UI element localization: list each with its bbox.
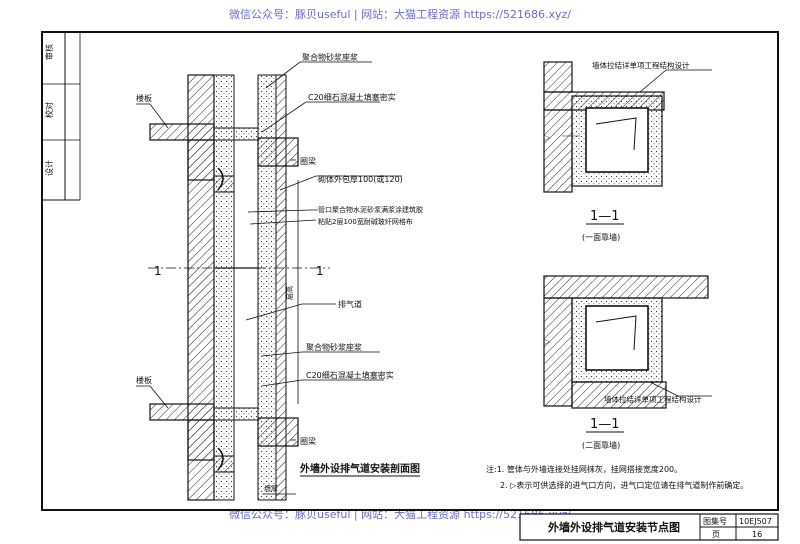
page-label: 页 [712,530,720,539]
sign-review: 审核 [44,44,54,60]
plan-one-side: ▷ 墙体拉结详单项工程结构设计 1—1 (一面靠墙) [543,60,712,242]
ring-beam-top [257,137,299,167]
sign-design: 设计 [44,160,54,176]
svg-text:▷: ▷ [544,133,551,142]
note-line-2: 2. ▷表示可供选择的进气口方向，进气口定位请在排气道制作前确定。 [500,480,748,490]
plan-one-side-subtitle: (一面靠墙) [582,232,620,242]
page-number: 16 [752,530,762,539]
section-mark-right: 1 [316,264,324,278]
plan-two-sides-label: 墙体拉结详单项工程结构设计 [604,394,702,404]
plan-one-side-title: 1—1 [590,209,620,224]
plan-two-sides: ▷ 墙体拉结详单项工程结构设计 1—1 (二面靠墙) [543,275,712,450]
floor-slab-bottom [149,403,215,421]
label-floor-bottom: 楼板 [136,375,152,385]
plan-one-side-label: 墙体拉结详单项工程结构设计 [592,60,690,70]
wrap-wall [275,74,287,501]
plan-two-sides-subtitle: (二面靠墙) [582,440,620,450]
label-pipe-note-2: 粘贴2层100宽耐碱玻纤网格布 [318,217,413,226]
label-concrete-bottom: C20细石混凝土填塞密实 [306,370,394,380]
section-caption: 外墙外设排气道安装剖面图 [299,462,420,475]
dim-wall-thickness: 墙厚 [264,484,278,493]
svg-text:▷: ▷ [544,337,551,346]
sign-check: 校对 [44,102,54,118]
signature-strip: 审核 校对 设计 [42,32,81,201]
watermark-top: 微信公众号：豚贝useful | 网站：大猫工程资源 https://52168… [229,8,571,21]
ring-beam-bottom [257,417,299,447]
label-ring-beam-top: 圈梁 [300,157,316,166]
section-mark-left: 1 [154,264,162,278]
atlas-number: 10EJ507 [739,517,772,526]
section-view: 1 1 层高 墙厚 聚合物砂浆座浆 C20细石混凝土填塞密实 楼板 圈梁 砌体外… [136,52,423,501]
label-mortar-top: 聚合物砂浆座浆 [302,52,358,62]
label-pipe-note-1: 管口聚合物水泥砂浆满浆涂建筑胶 [318,205,423,214]
floor-slab-top [149,123,215,141]
label-floor-top: 楼板 [136,93,152,103]
atlas-label: 图集号 [703,516,727,526]
label-mortar-bottom: 聚合物砂浆座浆 [306,342,362,352]
watermark-bottom: 微信公众号：豚贝useful | 网站：大猫工程资源 https://52168… [229,508,571,521]
sheet-border [41,31,779,511]
dim-floor-height: 层高 [285,286,294,300]
title-block: 外墙外设排气道安装节点图 图集号 10EJ507 页 16 [519,513,779,541]
label-ring-beam-bottom: 圈梁 [300,437,316,446]
label-concrete-top: C20细石混凝土填塞密实 [308,92,396,102]
drawing-title: 外墙外设排气道安装节点图 [547,520,680,534]
note-line-1: 注:1. 管体与外墙连接处挂网抹灰，挂网搭接宽度200。 [486,464,682,474]
label-wall-wrap: 砌体外包厚100(或120) [318,174,403,184]
plan-two-sides-title: 1—1 [590,417,620,432]
label-exhaust-duct: 排气道 [338,299,362,309]
